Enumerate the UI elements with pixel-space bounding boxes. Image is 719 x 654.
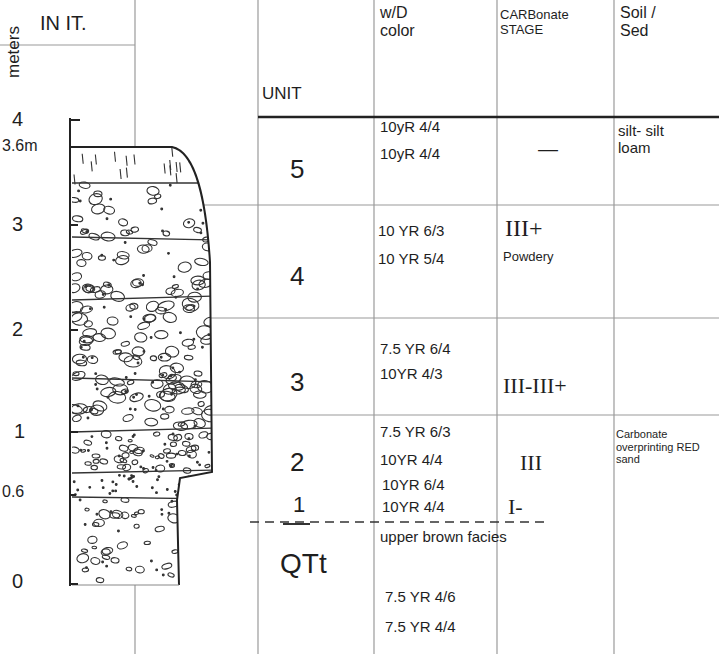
carbonate-stage: I-	[508, 494, 523, 519]
contact-dashed-line	[250, 521, 545, 523]
carbonate-stage: —	[538, 138, 558, 161]
unit-number: 2	[290, 448, 304, 478]
column-header: w/D color	[380, 4, 440, 41]
column-header: UNIT	[262, 84, 302, 104]
texture-note: silt- silt loam	[618, 122, 676, 157]
header-rule	[258, 116, 719, 119]
unit-underline	[283, 523, 310, 525]
munsell-color: 10YR 4/4	[382, 498, 445, 515]
munsell-color: 10yR 4/4	[380, 145, 440, 162]
munsell-color: 7.5 YR 6/4	[380, 340, 451, 357]
depth-tick: 0	[12, 570, 23, 593]
axis-title: meters	[4, 26, 24, 78]
munsell-color: 10YR 4/3	[380, 365, 443, 382]
unit-number: QTt	[280, 548, 327, 580]
unit-number: 1	[293, 492, 305, 517]
munsell-color: 7.5 YR 4/4	[385, 618, 456, 635]
munsell-color: 10 YR 5/4	[378, 250, 444, 267]
carbonate-stage: III	[520, 450, 542, 475]
depth-tick: 0.6	[2, 483, 24, 501]
column-header: CARBonate STAGE	[500, 8, 585, 38]
carbonate-stage: III+	[505, 215, 543, 243]
munsell-color: 7.5 YR 6/3	[380, 423, 451, 440]
unit-number: 3	[290, 368, 304, 398]
page-note: IN IT.	[40, 12, 87, 35]
munsell-color: 10 YR 6/3	[378, 222, 444, 239]
column-header: Soil / Sed	[620, 4, 680, 41]
unit-number: 5	[290, 155, 304, 185]
texture-note: Carbonate overprinting RED sand	[616, 428, 712, 466]
depth-tick: 4	[12, 108, 23, 131]
facies-note: upper brown facies	[380, 528, 507, 545]
carbonate-note: Powdery	[503, 250, 554, 265]
strat-column	[65, 147, 219, 585]
carbonate-stage: III-III+	[503, 373, 567, 398]
depth-tick: 3.6m	[2, 137, 38, 155]
munsell-color: 10yR 4/4	[380, 118, 440, 135]
depth-tick: 1	[14, 420, 25, 443]
munsell-color: 10YR 6/4	[382, 476, 445, 493]
munsell-color: 7.5 YR 4/6	[385, 588, 456, 605]
munsell-color: 10YR 4/4	[380, 451, 443, 468]
unit-number: 4	[290, 262, 304, 292]
depth-tick: 3	[12, 213, 23, 236]
depth-axis	[70, 118, 80, 586]
depth-tick: 2	[12, 318, 23, 341]
